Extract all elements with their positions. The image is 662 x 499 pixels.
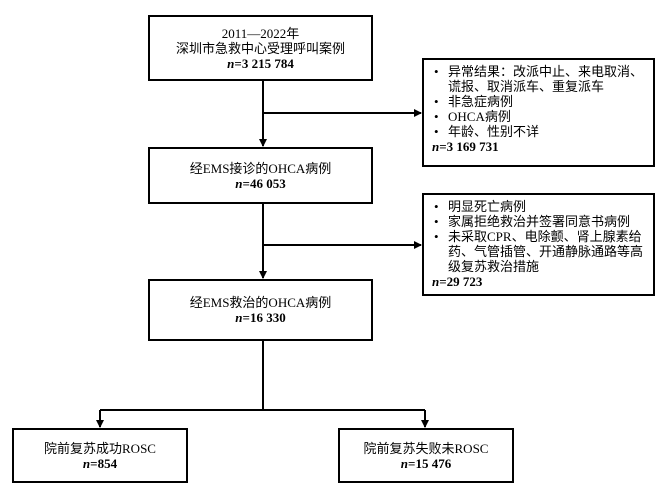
total-cases-box: 2011—2022年 深圳市急救中心受理呼叫案例 n=3 215 784 — [148, 15, 373, 81]
ems-received-box: 经EMS接诊的OHCA病例 n=46 053 — [148, 147, 373, 204]
exclusion-item: 明显死亡病例 — [434, 199, 645, 214]
ems-received-title: 经EMS接诊的OHCA病例 — [189, 160, 332, 176]
exclusion-item: 异常结果：改派中止、来电取消、谎报、取消派车、重复派车 — [434, 64, 645, 94]
exclusion-item: 非急症病例 — [434, 94, 645, 109]
exclusion-item: 未采取CPR、电除颤、肾上腺素给药、气管插管、开通静脉通路等高级复苏救治措施 — [434, 229, 645, 274]
total-title: 深圳市急救中心受理呼叫案例 — [175, 40, 345, 56]
ems-treated-box: 经EMS救治的OHCA病例 n=16 330 — [148, 279, 373, 341]
total-count: n=3 215 784 — [227, 55, 294, 71]
ems-treated-title: 经EMS救治的OHCA病例 — [189, 295, 332, 310]
total-years: 2011—2022年 — [221, 25, 300, 41]
ems-received-count: n=46 053 — [235, 175, 286, 191]
exclusion-item: 家属拒绝救治并签署同意书病例 — [434, 214, 645, 229]
exclusion-count-2: n=29 723 — [432, 274, 483, 289]
rosc-success-box: 院前复苏成功ROSC n=854 — [12, 428, 188, 483]
exclusion-box-1: 异常结果：改派中止、来电取消、谎报、取消派车、重复派车 非急症病例 OHCA病例… — [422, 58, 655, 167]
exclusion-item: OHCA病例 — [434, 109, 645, 124]
rosc-success-count: n=854 — [82, 455, 118, 471]
exclusion-item: 年龄、性别不详 — [434, 124, 645, 139]
rosc-fail-box: 院前复苏失败未ROSC n=15 476 — [338, 428, 514, 483]
rosc-success-title: 院前复苏成功ROSC — [44, 440, 156, 456]
ems-treated-count: n=16 330 — [235, 310, 286, 325]
rosc-fail-title: 院前复苏失败未ROSC — [363, 440, 489, 456]
exclusion-count-1: n=3 169 731 — [432, 139, 499, 154]
rosc-fail-count: n=15 476 — [400, 455, 452, 471]
exclusion-box-2: 明显死亡病例 家属拒绝救治并签署同意书病例 未采取CPR、电除颤、肾上腺素给药、… — [422, 193, 655, 296]
